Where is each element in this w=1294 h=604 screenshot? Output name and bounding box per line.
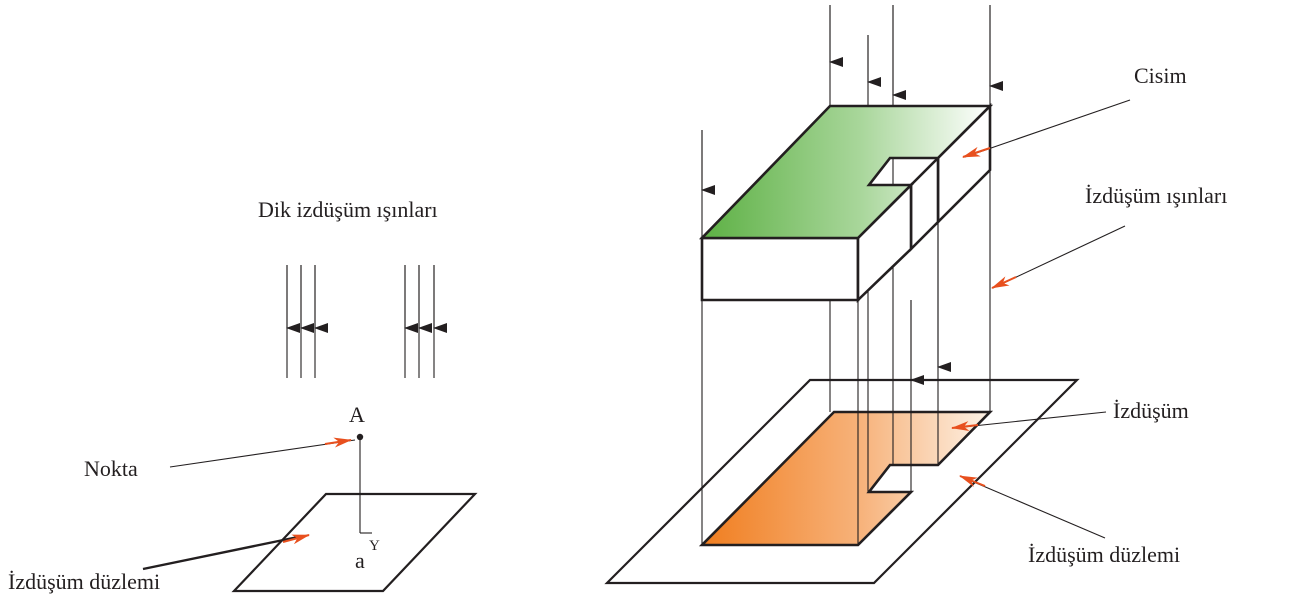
projection-rays-label: İzdüşüm ışınları <box>1085 183 1227 208</box>
projection-shape <box>698 410 994 547</box>
object-top-face <box>698 104 994 240</box>
point-label: Nokta <box>84 456 138 481</box>
plane-label-left: İzdüşüm düzlemi <box>8 569 160 594</box>
projection-pointer-arrow-icon <box>951 421 979 432</box>
plane-leader-line-right <box>961 476 1106 539</box>
plane-label-right: İzdüşüm düzlemi <box>1028 542 1180 567</box>
plane-pointer-arrow-icon <box>282 534 310 545</box>
left-diagram: Dik izdüşüm ışınları A a Y Nokta İzdüşüm <box>8 197 478 594</box>
projection-a-letter: a <box>355 548 365 573</box>
point-a-letter: A <box>349 402 365 427</box>
perpendicular-rays-group-right <box>404 265 447 378</box>
object-pointer-arrow-icon <box>962 146 991 158</box>
projection-plane-left <box>231 492 478 593</box>
object-notch-face <box>909 154 940 253</box>
point-leader-line <box>169 439 356 468</box>
object-front-face <box>700 236 860 302</box>
right-diagram: Cisim İzdüşüm ışınları İzdüşüm İzdüşüm d… <box>604 5 1227 585</box>
object-leader-line <box>964 99 1131 158</box>
point-a-dot <box>356 433 364 441</box>
plane-leader-line-left <box>142 535 299 571</box>
object-label: Cisim <box>1134 63 1187 88</box>
object-solid <box>698 102 994 304</box>
point-pointer-arrow-icon <box>324 437 352 448</box>
perpendicular-rays-group-left <box>286 265 328 378</box>
rays-pointer-arrow-icon <box>991 276 1017 289</box>
projection-plane-right <box>604 378 1080 585</box>
plane-pointer-arrow-icon-right <box>959 475 986 487</box>
projection-label: İzdüşüm <box>1113 398 1189 423</box>
projection-y-superscript: Y <box>369 538 380 554</box>
perpendicular-rays-label: Dik izdüşüm ışınları <box>258 197 438 222</box>
projection-leader-line <box>953 411 1107 429</box>
